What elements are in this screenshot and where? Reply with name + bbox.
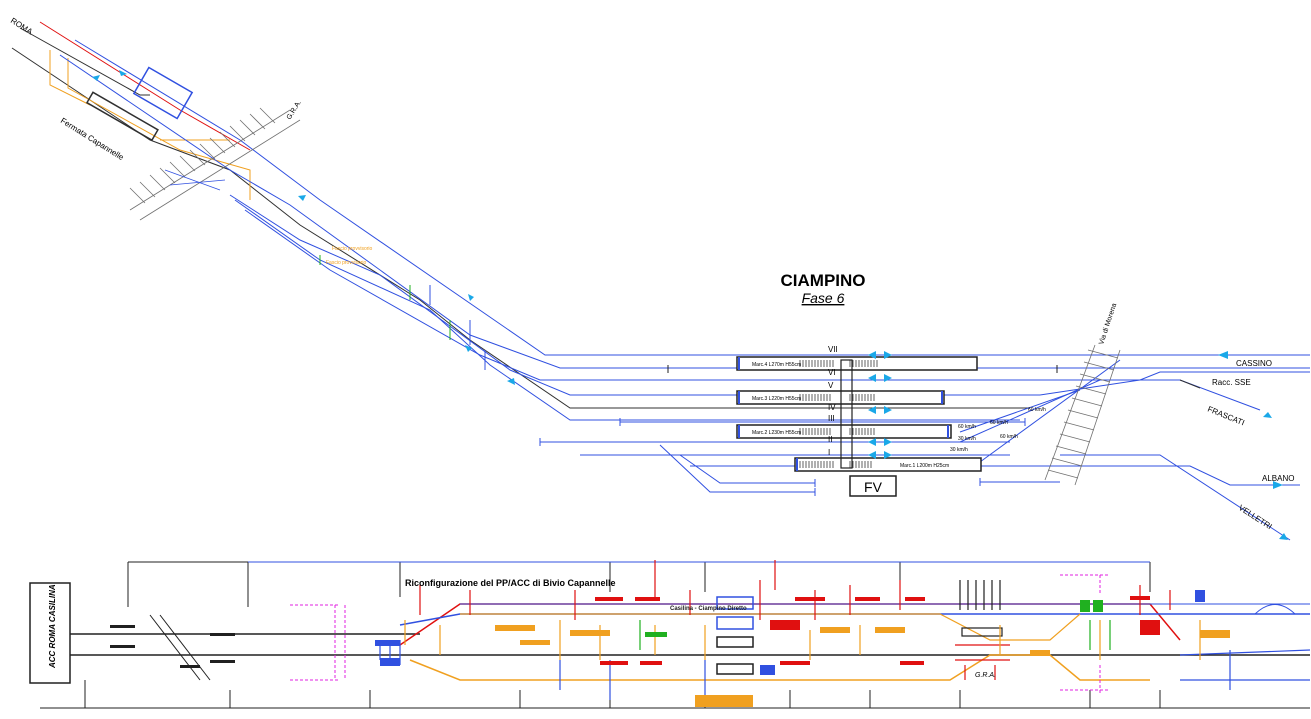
provisional-label: Fascio provvisorio [326, 260, 367, 266]
track-number-iv: IV [828, 403, 836, 412]
platform-3-label: Marc.3 L220m H55cm [752, 396, 801, 402]
speed-label: 60 km/h [1000, 434, 1018, 440]
station-underpass [840, 359, 853, 469]
direction-cassino: CASSINO [1236, 359, 1272, 368]
gra-label-top: G.R.A. [286, 99, 303, 121]
speed-label: 30 km/h [958, 436, 976, 442]
fermata-label: Fermata Capannelle [59, 116, 126, 162]
direction-racc-sse: Racc. SSE [1212, 378, 1251, 387]
platform-4-label: Marc.4 L270m H55cm [752, 362, 801, 368]
platform-1 [794, 457, 982, 472]
capannelle-platforms [85, 66, 194, 142]
direction-frascati: FRASCATI [1206, 405, 1246, 428]
diagonal-approach-tracks [11, 21, 1310, 541]
via-di-morena-overpass [1044, 344, 1121, 486]
bivio-title: Riconfigurazione del PP/ACC di Bivio Cap… [405, 578, 616, 588]
speed-label: 60 km/h [958, 424, 976, 430]
station-phase: Fase 6 [802, 290, 845, 306]
track-number-i: I [828, 448, 830, 457]
station-platforms [736, 356, 982, 472]
platform-1-label: Marc.1 L200m H25cm [900, 463, 949, 469]
platform-2 [736, 424, 952, 439]
track-number-vii: VII [828, 345, 838, 354]
speed-label: 60 km/h [1028, 407, 1046, 413]
direction-albano: ALBANO [1262, 474, 1294, 483]
track-number-iii: III [828, 414, 835, 423]
track-number-vi: VI [828, 368, 836, 377]
platform-2-label: Marc.2 L230m H55cm [752, 430, 801, 436]
track-buffers [539, 365, 1058, 496]
gra-overpass-top [129, 107, 301, 221]
via-di-morena-label: Via di Morena [1098, 302, 1118, 345]
speed-label: 60 km/h [990, 420, 1008, 426]
direction-velletri: VELLETRI [1237, 503, 1274, 531]
lower-label-blocks [110, 590, 1230, 668]
direction-roma: ROMA [9, 16, 35, 37]
gra-label-bottom: G.R.A. [975, 672, 996, 679]
track-number-ii: II [828, 435, 832, 444]
acc-box [29, 582, 71, 684]
track-number-v: V [828, 381, 834, 390]
speed-label: 30 km/h [950, 447, 968, 453]
acc-box-label: ACC ROMA CASILINA [48, 584, 57, 669]
speed-labels: 60 km/h 60 km/h 60 km/h 60 km/h 30 km/h … [950, 407, 1046, 453]
bivio-capannelle-diagram [29, 560, 1311, 709]
station-title: CIAMPINO [781, 271, 866, 290]
station-building [849, 475, 897, 497]
provisional-labels: Fascio provvisorio Fascio provvisorio [326, 246, 373, 266]
provisional-label: Fascio provvisorio [332, 246, 373, 252]
platform-4 [736, 356, 978, 371]
station-building-label: FV [864, 479, 883, 495]
line-label: Casilina - Ciampino Diretto [670, 606, 747, 612]
platform-labels: Marc.4 L270m H55cm Marc.3 L220m H55cm Ma… [752, 362, 949, 469]
track-numbers: VII VI V IV III II I [828, 345, 838, 457]
direction-arrows [92, 70, 1288, 540]
